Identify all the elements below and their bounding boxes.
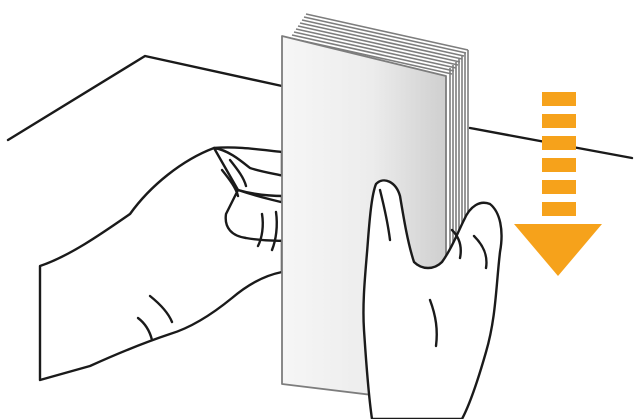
arrow-dash-3	[542, 136, 576, 150]
arrow-dash-1	[542, 92, 576, 106]
table-back-edge-left	[8, 56, 282, 140]
arrow-dash-4	[542, 158, 576, 172]
arrow-dash-5	[542, 180, 576, 194]
arrow-dash-6	[542, 202, 576, 216]
arrow-down-dashed-icon	[514, 92, 602, 276]
arrow-dash-2	[542, 114, 576, 128]
arrow-head	[514, 224, 602, 276]
